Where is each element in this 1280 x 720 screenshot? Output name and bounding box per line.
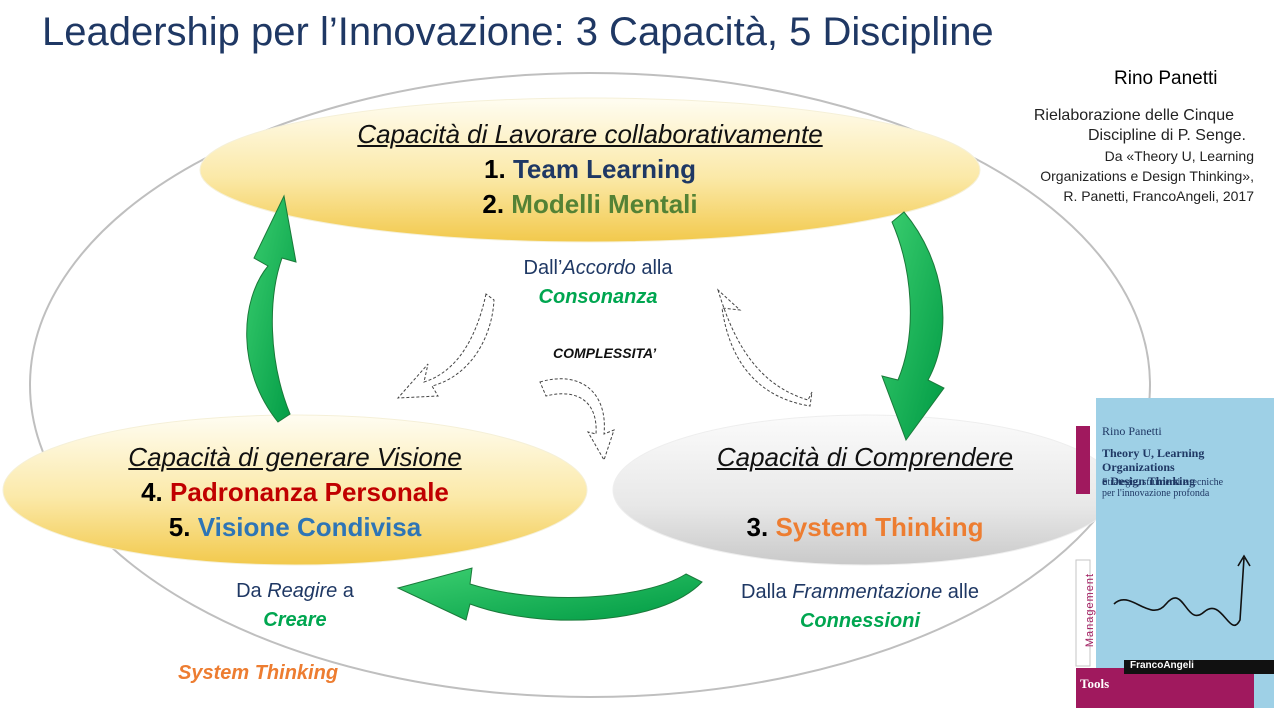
discipline-2-name: Modelli Mentali (511, 189, 698, 219)
discipline-3-number: 3. (746, 512, 769, 542)
transition-top-em: Accordo (562, 257, 636, 279)
transition-top: Dall’Accordo alla Consonanza (448, 254, 748, 312)
discipline-4-number: 4. (141, 477, 163, 507)
page-title: Leadership per l’Innovazione: 3 Capacità… (42, 10, 994, 54)
credit-line-1: Rielaborazione delle Cinque (1033, 107, 1234, 124)
transition-top-post: alla (635, 257, 673, 279)
book-subtitle-line-1: Strategie, strumenti e tecniche (1102, 477, 1224, 488)
book-title: Theory U, Learning Organizations e Desig… (1102, 446, 1272, 488)
discipline-5-number: 5. (168, 512, 191, 542)
top-capacity: Capacità di Lavorare collaborativamente … (240, 117, 940, 222)
credit-line-3: Da «Theory U, Learning (1104, 148, 1254, 164)
discipline-5-name: Visione Condivisa (197, 512, 422, 542)
outer-ellipse (29, 72, 1151, 698)
transition-right-post: alle (942, 581, 979, 603)
transition-top-pre: Dall’ (523, 257, 563, 279)
credit-line-4: Organizations e Design Thinking», (1040, 168, 1254, 184)
right-capacity-heading: Capacità di Comprendere (716, 442, 1014, 472)
discipline-3: 3. System Thinking (650, 510, 1080, 545)
book-author: Rino Panetti (1102, 424, 1162, 438)
left-capacity-heading: Capacità di generare Visione (128, 442, 462, 472)
top-capacity-heading: Capacità di Lavorare collaborativamente (357, 119, 823, 149)
discipline-1: 1. Team Learning (240, 152, 940, 187)
left-ellipse (2, 414, 588, 566)
green-arrow-bottom-left (396, 567, 703, 621)
transition-left-em: Reagire (267, 580, 338, 602)
book-series: Management (1084, 572, 1096, 648)
transition-right-target: Connessioni (799, 610, 920, 632)
discipline-1-number: 1. (484, 154, 506, 184)
author-name: Rino Panetti (1114, 68, 1218, 89)
green-arrow-up-left (246, 194, 297, 423)
discipline-1-name: Team Learning (512, 154, 696, 184)
discipline-3-name: System Thinking (775, 512, 984, 542)
complexity-label: COMPLESSITA’ (553, 345, 657, 361)
transition-right: Dalla Frammentazione alle Connessioni (700, 578, 1020, 636)
discipline-4-name: Padronanza Personale (170, 477, 449, 507)
book-cover (1075, 398, 1274, 708)
discipline-2-number: 2. (482, 189, 505, 219)
book-subtitle: Strategie, strumenti e tecniche per l'in… (1102, 477, 1272, 499)
book-tools: Tools (1080, 676, 1110, 691)
transition-left-post: a (337, 580, 354, 602)
outer-system-thinking-label: System Thinking (178, 662, 339, 684)
credit-line-5: R. Panetti, FrancoAngeli, 2017 (1063, 188, 1254, 204)
transition-right-em: Frammentazione (792, 581, 943, 603)
book-subtitle-line-2: per l'innovazione profonda (1102, 488, 1210, 499)
transition-top-target: Consonanza (538, 286, 658, 308)
left-capacity: Capacità di generare Visione 4. Padronan… (40, 440, 550, 545)
top-ellipse (199, 97, 981, 243)
credit-line-2: Discipline di P. Senge. (1087, 127, 1246, 144)
discipline-2: 2. Modelli Mentali (240, 187, 940, 222)
book-arrow-up-icon (1237, 554, 1251, 567)
source-credit: Rielaborazione delle Cinque Discipline d… (954, 106, 1254, 206)
book-publisher: FrancoAngeli (1130, 660, 1194, 671)
book-title-line-2: e Design Thinking (1102, 474, 1196, 488)
discipline-4: 4. Padronanza Personale (40, 475, 550, 510)
transition-right-pre: Dalla (741, 581, 793, 603)
right-capacity: Capacità di Comprendere 3. System Thinki… (650, 440, 1080, 545)
discipline-5: 5. Visione Condivisa (40, 510, 550, 545)
book-squiggle-icon (1113, 557, 1245, 627)
transition-left-target: Creare (263, 609, 327, 631)
transition-left: Da Reagire a Creare (170, 577, 420, 635)
complexity-arrows (396, 288, 813, 462)
green-arrow-down-right (881, 211, 945, 442)
book-title-line-1: Theory U, Learning Organizations (1102, 446, 1205, 474)
transition-left-pre: Da (236, 580, 268, 602)
